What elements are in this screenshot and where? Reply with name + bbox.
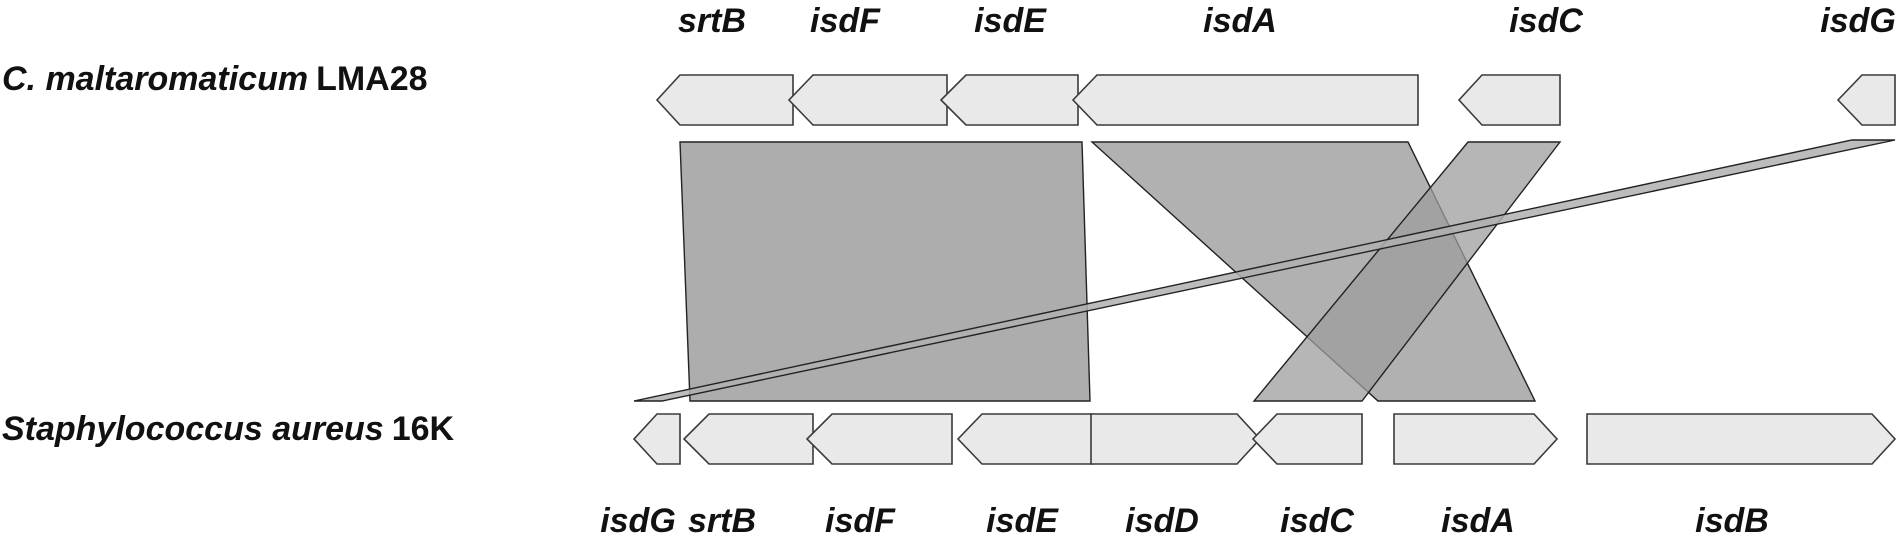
top-gene-labels: srtB isdF isdE isdA isdC isdG bbox=[678, 2, 1896, 40]
gene-label-bottom-isdF: isdF bbox=[825, 502, 896, 540]
homology-band-isdG bbox=[633, 139, 1896, 402]
gene-arrow-top-isdF[interactable] bbox=[787, 74, 948, 126]
gene-arrow-top-isdE[interactable] bbox=[939, 74, 1079, 126]
gene-label-top-srtB: srtB bbox=[678, 2, 746, 40]
homology-bands bbox=[633, 139, 1896, 402]
gene-label-bottom-isdE: isdE bbox=[986, 502, 1059, 540]
gene-label-bottom-srtB: srtB bbox=[688, 502, 756, 540]
gene-label-bottom-isdG: isdG bbox=[600, 502, 676, 540]
gene-arrow-bottom-isdA[interactable] bbox=[1393, 413, 1559, 465]
gene-label-bottom-isdA: isdA bbox=[1441, 502, 1515, 540]
gene-label-bottom-isdC: isdC bbox=[1280, 502, 1354, 540]
gene-arrow-bottom-isdE[interactable] bbox=[956, 413, 1093, 465]
gene-arrow-top-srtB[interactable] bbox=[655, 74, 794, 126]
gene-arrow-bottom-isdD[interactable] bbox=[1090, 413, 1262, 465]
gene-label-top-isdF: isdF bbox=[810, 2, 881, 40]
organism-bottom-strain: 16K bbox=[392, 410, 455, 448]
gene-label-top-isdG: isdG bbox=[1820, 2, 1896, 40]
gene-arrow-top-isdG[interactable] bbox=[1836, 74, 1896, 126]
homology-band-isdC bbox=[1252, 141, 1562, 402]
gene-arrow-bottom-isdB[interactable] bbox=[1586, 413, 1897, 465]
gene-arrow-bottom-isdG[interactable] bbox=[632, 413, 681, 465]
gene-label-bottom-isdD: isdD bbox=[1125, 502, 1199, 540]
organism-bottom-species: Staphylococcus aureus bbox=[2, 410, 384, 448]
organism-top-species: C. maltaromaticum bbox=[2, 60, 308, 98]
homology-band-srtB-isdE bbox=[679, 141, 1091, 402]
gene-arrow-top-isdA[interactable] bbox=[1071, 74, 1419, 126]
gene-arrow-bottom-srtB[interactable] bbox=[682, 413, 814, 465]
gene-arrow-bottom-isdC[interactable] bbox=[1251, 413, 1363, 465]
gene-label-top-isdC: isdC bbox=[1509, 2, 1583, 40]
organism-top-strain: LMA28 bbox=[316, 60, 427, 98]
gene-arrow-bottom-isdF[interactable] bbox=[805, 413, 953, 465]
gene-label-top-isdA: isdA bbox=[1203, 2, 1277, 40]
bottom-gene-labels: isdG srtB isdF isdE isdD isdC isdA isdB bbox=[600, 502, 1769, 540]
gene-arrow-top-isdC[interactable] bbox=[1457, 74, 1561, 126]
bottom-gene-track bbox=[632, 413, 1897, 465]
gene-label-top-isdE: isdE bbox=[974, 2, 1047, 40]
gene-label-bottom-isdB: isdB bbox=[1695, 502, 1769, 540]
top-gene-track bbox=[655, 74, 1896, 126]
